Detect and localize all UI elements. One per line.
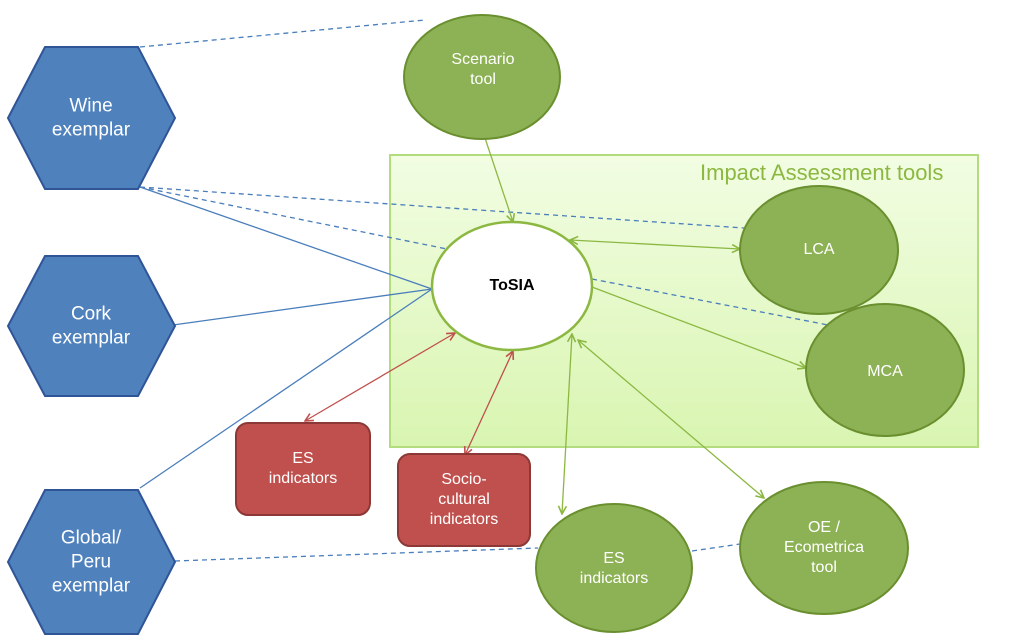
arrow-tosia-lca <box>570 240 740 249</box>
dashed-link-es-oe <box>691 543 741 552</box>
arrow-tosia-mca <box>591 286 806 368</box>
link-wine-tosia <box>139 186 433 290</box>
tosia-label: ToSIA <box>489 277 535 294</box>
cork-exemplar-label: Cork exemplar <box>51 303 131 348</box>
cork-exemplar-hexagon <box>6 255 177 397</box>
global-exemplar-label: Global/ Peru exemplar <box>51 527 131 596</box>
es-indicators-green-node <box>535 503 693 633</box>
oe-ecometrica-node <box>739 481 909 615</box>
dashed-link-tosia-mca <box>591 278 829 326</box>
link-global-tosia <box>139 288 433 489</box>
dashed-link-wine-tosia <box>139 186 448 250</box>
tosia-node <box>430 220 594 352</box>
es-indicators-red-box <box>235 422 371 516</box>
lca-label: LCA <box>803 241 835 258</box>
es-indicators-green-label: ES indicators <box>579 550 649 587</box>
scenario-tool-label: Scenario tool <box>451 51 515 88</box>
arrow-tosia-es-red <box>305 333 455 421</box>
connectors <box>139 19 829 562</box>
impact-assessment-title: Impact Assessment tools <box>700 160 944 185</box>
dashed-link-wine-lca <box>139 186 745 229</box>
es-indicators-red-label: ES indicators <box>268 450 338 487</box>
socio-cultural-indicators-box <box>397 453 531 547</box>
scenario-tool-node <box>403 14 561 140</box>
oe-ecometrica-label: OE / Ecometrica tool <box>783 519 865 576</box>
arrow-tosia-socio <box>465 351 513 455</box>
wine-exemplar-hexagon <box>6 46 177 190</box>
arrow-scenario-tosia <box>484 137 513 222</box>
arrow-tosia-es <box>562 334 572 514</box>
dashed-link-global-es <box>174 547 539 562</box>
mca-label: MCA <box>867 363 903 380</box>
dashed-link-wine-scenario <box>139 19 426 48</box>
wine-exemplar-label: Wine exemplar <box>51 95 131 140</box>
link-cork-tosia <box>172 288 433 326</box>
socio-cultural-label: Socio- cultural indicators <box>429 471 499 528</box>
global-exemplar-hexagon <box>6 489 177 635</box>
arrow-tosia-oe <box>578 340 764 498</box>
mca-node <box>805 303 965 437</box>
lca-node <box>739 185 899 315</box>
